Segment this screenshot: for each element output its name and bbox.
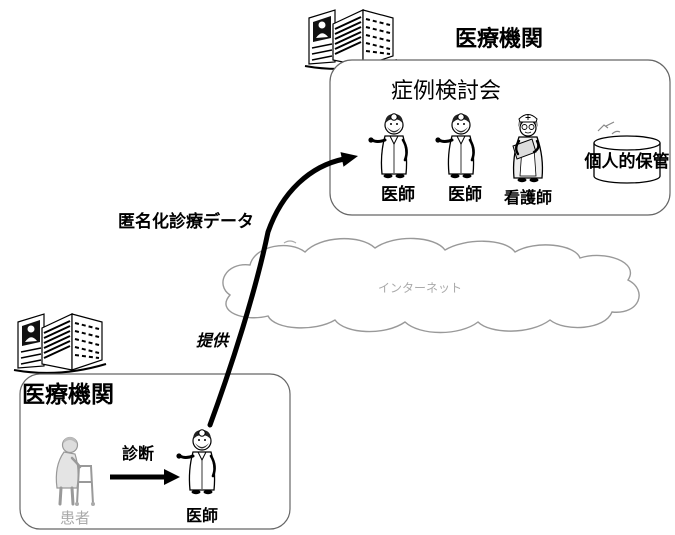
diagnosis-arrow-icon [110, 469, 180, 485]
member-label-doctor-2: 医師 [448, 184, 482, 205]
data-flow-label: 匿名化診療データ [118, 211, 254, 232]
bottom-doctor-label: 医師 [186, 506, 218, 525]
provide-label: 提供 [196, 331, 231, 350]
database-cylinder-icon [593, 121, 661, 184]
network-label: インターネット [378, 281, 462, 295]
bottom-org-box [19, 373, 291, 530]
conference-title: 症例検討会 [391, 79, 501, 104]
hospital-building-icon [13, 313, 107, 374]
member-label-doctor-1: 医師 [381, 184, 415, 205]
storage-label: 個人的保管 [584, 151, 670, 172]
top-org-label: 医療機関 [455, 26, 543, 52]
scribble-mark [283, 240, 297, 244]
diagnosis-label: 診断 [122, 444, 154, 463]
patient-label: 患者 [60, 509, 90, 527]
cloud-icon [222, 237, 640, 334]
curved-arrow-icon [207, 152, 358, 428]
conference-box [329, 59, 671, 216]
member-label-nurse: 看護師 [503, 188, 552, 207]
bottom-org-label: 医療機関 [22, 381, 114, 408]
